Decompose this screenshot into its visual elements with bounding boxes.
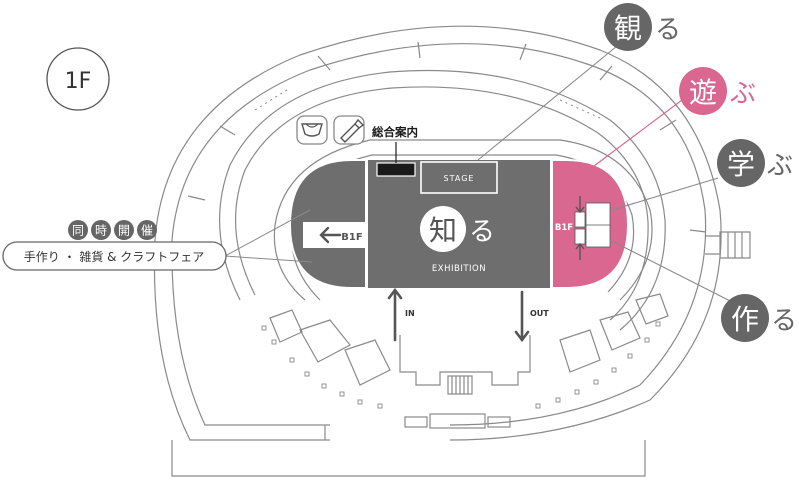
miru-kana: る [655, 15, 681, 45]
info-desk[interactable] [376, 162, 416, 177]
asobu-kanji: 遊 [689, 76, 717, 109]
callout-asobu[interactable]: 遊 ぶ [679, 67, 756, 115]
stage-label: STAGE [444, 174, 475, 183]
concurrent-event-callout: 同 時 開 催 手作り ・ 雑貨 & クラフトフェア [2, 209, 313, 271]
stage-area[interactable] [420, 161, 498, 194]
out-label: OUT [530, 309, 549, 318]
shiru-kanji: 知 [429, 214, 457, 247]
concurrent-char-1: 同 [72, 224, 84, 238]
floor-label: 1F [65, 69, 92, 94]
milk-bottle-icon [333, 115, 365, 145]
info-desk-label: 総合案内 [372, 125, 418, 139]
left-b1f-label[interactable]: B1F [341, 232, 362, 243]
entrance-arrows: IN OUT [387, 287, 549, 343]
in-label: IN [405, 309, 415, 318]
seat-markers [261, 321, 661, 409]
exhibition-label: EXHIBITION [432, 264, 486, 274]
escalator-up-arrow-icon [575, 242, 585, 260]
left-b1f-arrow-icon [319, 226, 342, 244]
in-arrow-icon [387, 287, 403, 342]
callout-tsukuru[interactable]: 作 る [721, 294, 797, 342]
right-b1f-label[interactable]: B1F [555, 223, 573, 233]
diaper-icon [296, 115, 328, 145]
out-arrow-icon [514, 290, 530, 343]
concurrent-char-4: 催 [141, 224, 153, 238]
craft-fair-label[interactable]: 手作り ・ 雑貨 & クラフトフェア [24, 249, 205, 264]
floor-plan: B1F STAGE 知 る EXHIBITION B1F [288, 159, 630, 289]
callout-manabu[interactable]: 学 ぶ [717, 139, 793, 187]
concurrent-badges: 同 時 開 催 [68, 220, 157, 240]
escalator-down [574, 228, 586, 245]
tsukuru-kana: る [771, 306, 797, 336]
shiru-kana: る [469, 217, 495, 247]
miru-kanji: 観 [614, 12, 642, 45]
callout-miru[interactable]: 観 る [604, 3, 681, 51]
escalator-down-arrow-icon [575, 196, 585, 214]
manabu-kana: ぶ [767, 151, 793, 181]
concurrent-char-2: 時 [95, 224, 107, 238]
stadium-dashes [254, 87, 601, 119]
manabu-kanji: 学 [727, 148, 755, 181]
escalator-up [574, 211, 586, 228]
craft-fair-pill[interactable] [2, 241, 227, 271]
stadium-outline [153, 25, 751, 477]
shiru-circle [420, 206, 466, 252]
asobu-kana: ぶ [730, 79, 756, 109]
tsukuru-kanji: 作 [731, 303, 759, 336]
concurrent-char-3: 開 [118, 224, 130, 238]
nursing-facilities [296, 115, 365, 145]
callout-leaders [477, 36, 739, 306]
floor-badge: 1F [46, 47, 110, 111]
